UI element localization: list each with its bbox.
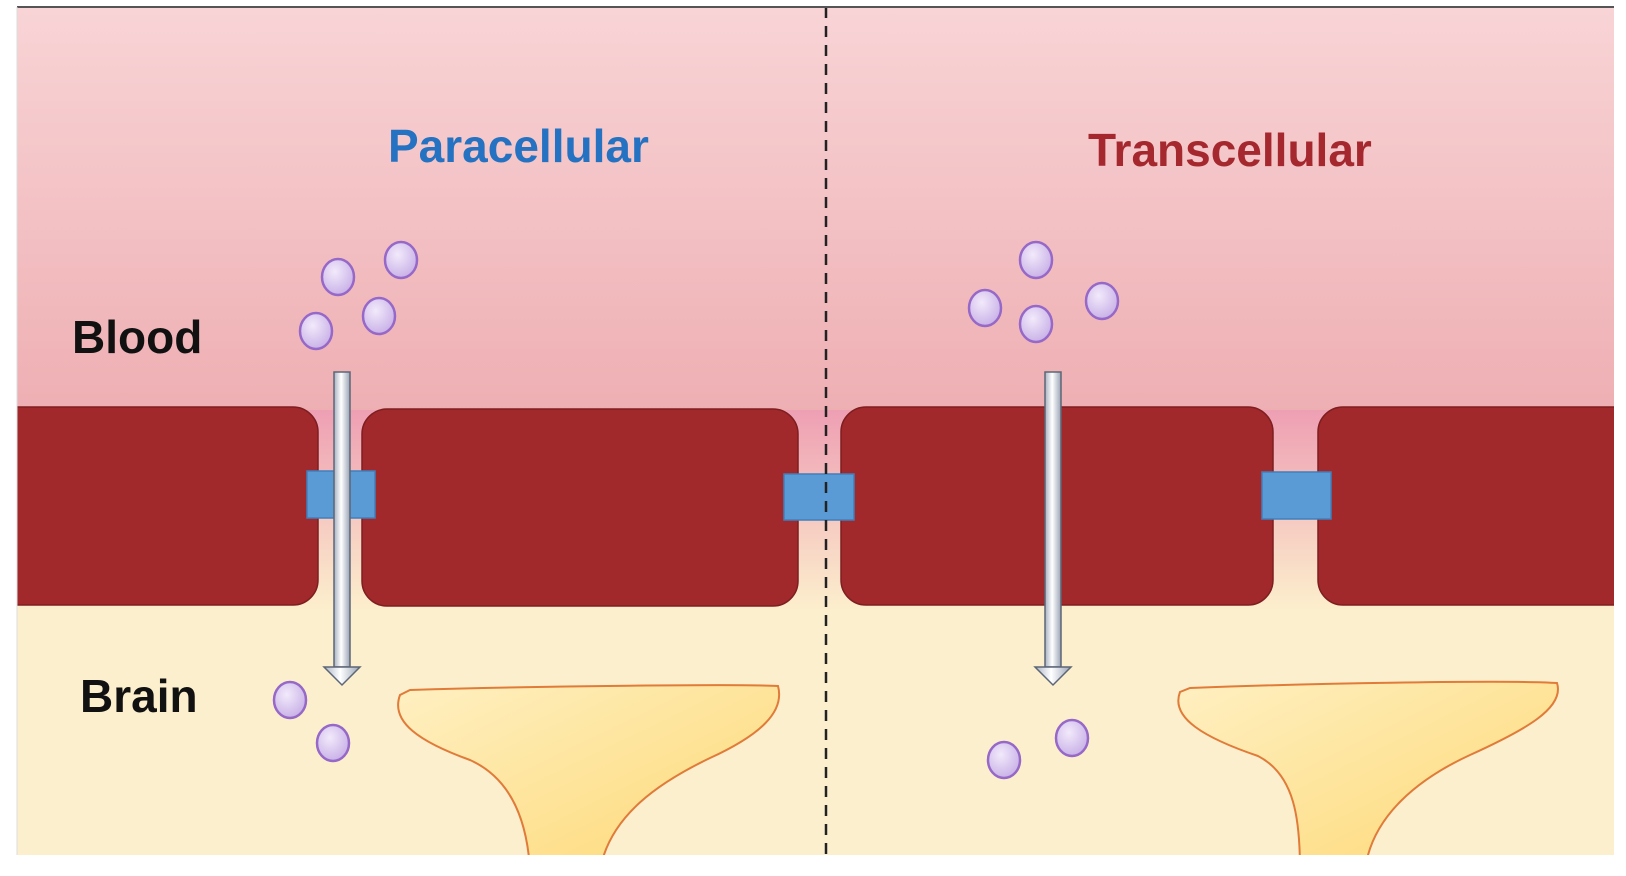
molecule bbox=[1054, 718, 1090, 758]
molecule bbox=[272, 680, 308, 720]
endothelial-cell bbox=[361, 408, 799, 607]
molecule bbox=[1018, 304, 1054, 344]
astrocyte-endfoot bbox=[397, 684, 781, 855]
endothelial-cell bbox=[1317, 406, 1614, 606]
molecule bbox=[967, 288, 1003, 328]
molecule bbox=[1018, 240, 1054, 280]
astrocyte-endfoot bbox=[1177, 680, 1560, 855]
endothelial-cell bbox=[17, 406, 319, 606]
molecule bbox=[361, 296, 397, 336]
transcellular-arrow bbox=[1033, 371, 1073, 687]
transcellular-molecules-blood bbox=[967, 240, 1120, 344]
paracellular-title: Paracellular bbox=[388, 120, 649, 172]
tight-junction bbox=[783, 473, 855, 521]
transcellular-molecules-brain bbox=[986, 718, 1090, 780]
transcellular-title: Transcellular bbox=[1088, 124, 1372, 176]
molecule bbox=[298, 311, 334, 351]
blood-region bbox=[17, 7, 1614, 422]
paracellular-molecules-blood bbox=[298, 240, 419, 351]
tight-junction bbox=[1261, 471, 1332, 520]
molecule bbox=[315, 723, 351, 763]
molecule bbox=[986, 740, 1022, 780]
brain-label: Brain bbox=[80, 670, 198, 722]
blood-label: Blood bbox=[72, 311, 202, 363]
paracellular-molecules-brain bbox=[272, 680, 351, 763]
molecule bbox=[1084, 281, 1120, 321]
molecule bbox=[383, 240, 419, 280]
paracellular-arrow bbox=[322, 371, 362, 687]
molecule bbox=[320, 257, 356, 297]
